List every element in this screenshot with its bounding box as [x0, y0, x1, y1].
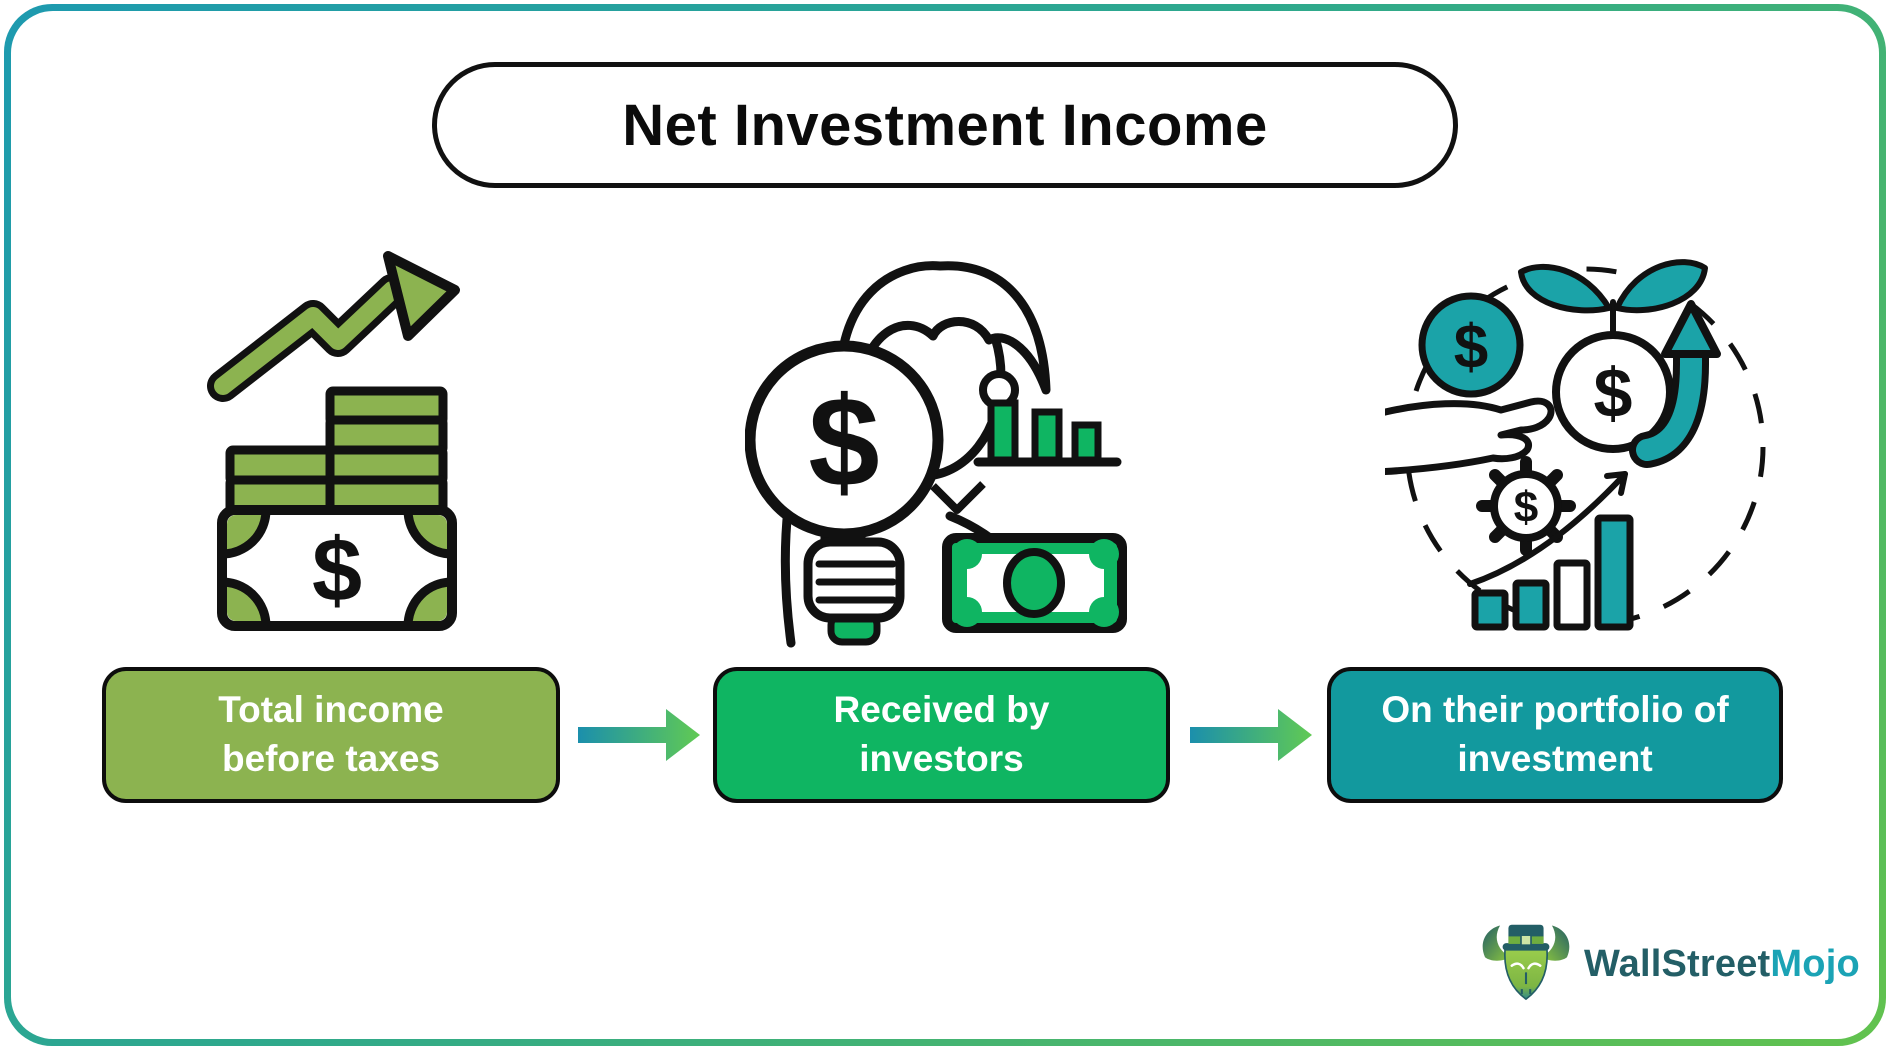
hair — [835, 261, 1051, 403]
investment-portfolio-cycle-icon: $ $ $ — [1385, 259, 1766, 631]
page-title: Net Investment Income — [622, 92, 1268, 158]
step-box-total-income: Total income before taxes — [102, 667, 560, 803]
flow-arrow-2 — [1190, 709, 1312, 761]
brand-logo: WallStreetMojo — [1480, 916, 1860, 1012]
step-box-portfolio: On their portfolio of investment — [1327, 667, 1783, 803]
step-label: Received by investors — [833, 689, 1050, 779]
dollar-sign: $ — [1594, 354, 1633, 432]
dollar-gear: $ — [1476, 456, 1576, 556]
title-pill: Net Investment Income — [432, 62, 1458, 188]
brand-wordmark: WallStreetMojo — [1584, 943, 1860, 986]
collar — [930, 481, 986, 514]
dashed-cycle-circle — [1404, 266, 1766, 628]
dollar-bill: $ — [217, 505, 457, 631]
flow-arrow-1 — [578, 709, 700, 761]
leaf-left — [1518, 263, 1612, 314]
magnifying-glass: $ — [745, 340, 944, 646]
step-box-received-by-investors: Received by investors — [713, 667, 1170, 803]
rising-bar-chart — [1467, 471, 1634, 631]
step-label: Total income before taxes — [218, 689, 444, 779]
hand — [1385, 397, 1555, 476]
dollar-sign: $ — [808, 371, 879, 514]
dollar-sign: $ — [1514, 483, 1538, 532]
bull-mascot-icon — [1482, 924, 1570, 1001]
mini-bar-chart — [973, 399, 1122, 467]
dollar-sign: $ — [1454, 313, 1488, 382]
brand-name-primary: WallStreet — [1584, 942, 1771, 985]
dollar-sign: $ — [312, 521, 362, 621]
teal-dollar-coin: $ — [1418, 292, 1524, 398]
up-arrow — [1629, 300, 1721, 468]
sprouting-coin: $ — [1518, 259, 1708, 453]
investor-magnifying-glass-icon: $ — [745, 261, 1127, 648]
brand-name-secondary: Mojo — [1770, 942, 1860, 985]
growth-arrow — [207, 251, 460, 402]
leaf-right — [1614, 259, 1708, 314]
step-label: On their portfolio of investment — [1381, 689, 1729, 779]
money-bill — [942, 533, 1127, 633]
trend-arrow — [1467, 471, 1628, 587]
money-stacks — [225, 386, 448, 516]
money-stack-growth-icon: $ — [207, 251, 460, 631]
